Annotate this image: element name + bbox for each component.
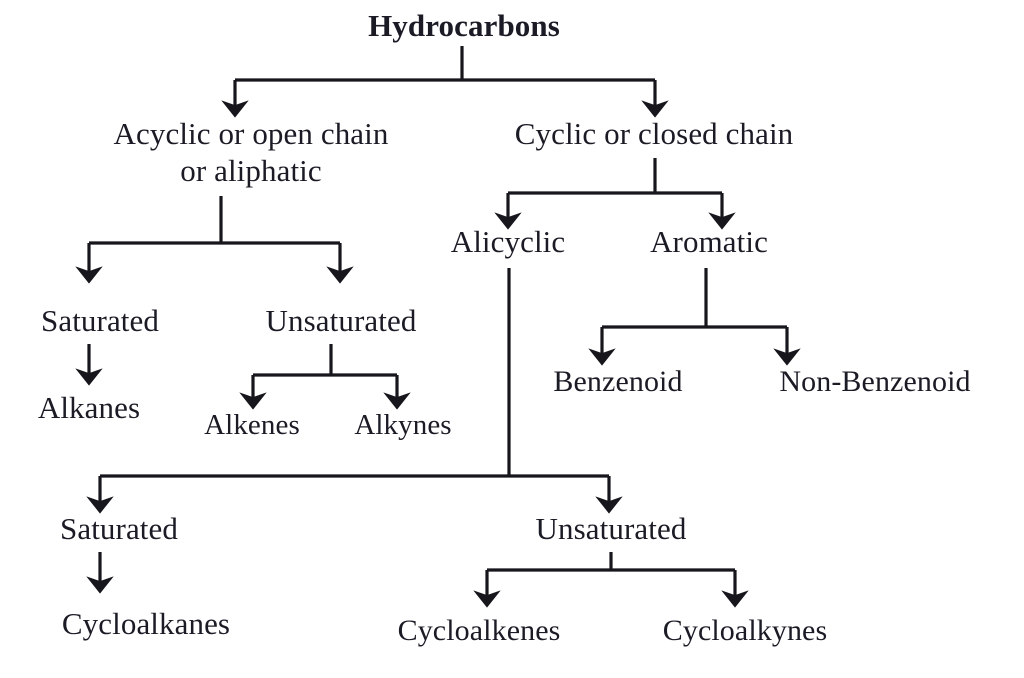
node-alkanes: Alkanes xyxy=(37,390,141,425)
node-alicyclic-unsaturated: Unsaturated xyxy=(535,511,687,546)
node-acyclic-line1: Acyclic or open chain xyxy=(113,116,389,151)
node-benzenoid: Benzenoid xyxy=(553,365,683,398)
node-alicyclic: Alicyclic xyxy=(450,224,566,259)
node-cyclic: Cyclic or closed chain xyxy=(514,116,794,151)
node-acyclic-line2: or aliphatic xyxy=(180,152,322,188)
node-cycloalkynes: Cycloalkynes xyxy=(662,614,828,647)
node-aliphatic-saturated: Saturated xyxy=(41,303,159,338)
node-aliphatic-unsaturated: Unsaturated xyxy=(265,303,417,338)
node-cycloalkenes: Cycloalkenes xyxy=(397,614,561,647)
node-alkynes: Alkynes xyxy=(354,409,452,441)
node-cycloalkanes: Cycloalkanes xyxy=(61,606,231,641)
node-hydrocarbons: Hydrocarbons xyxy=(368,8,560,43)
node-alicyclic-saturated: Saturated xyxy=(60,511,178,546)
node-alkenes: Alkenes xyxy=(204,409,300,441)
node-aromatic: Aromatic xyxy=(650,224,768,259)
node-non-benzenoid: Non-Benzenoid xyxy=(779,365,971,398)
